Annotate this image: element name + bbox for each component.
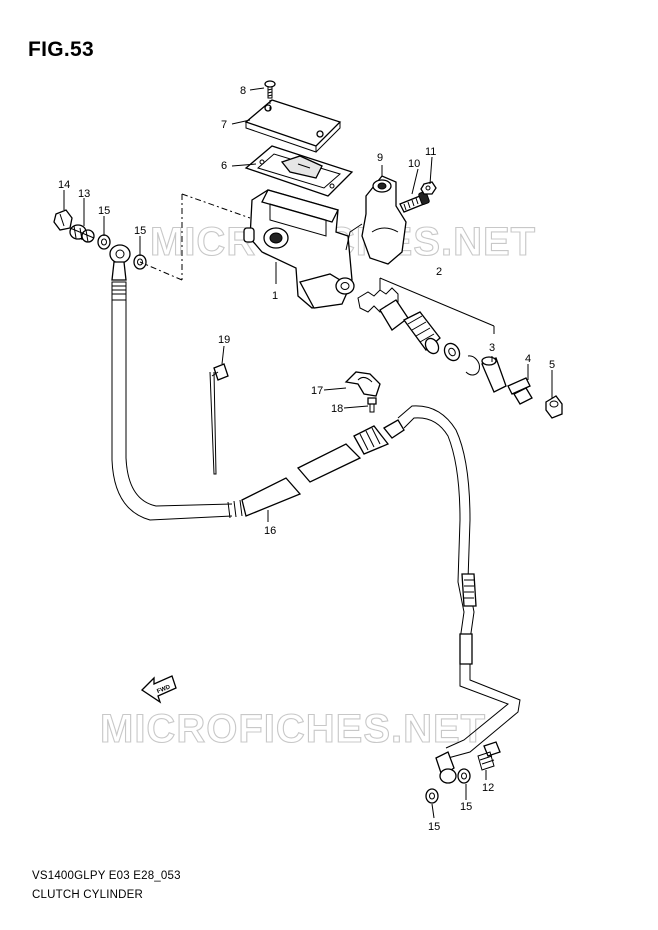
hose-clamp-bolt bbox=[367, 397, 377, 413]
callout-15-top-left: 15 bbox=[98, 205, 110, 217]
callout-7: 7 bbox=[221, 119, 227, 131]
reservoir-cap bbox=[244, 99, 342, 153]
callout-1: 1 bbox=[272, 290, 278, 302]
union-bolt-top bbox=[53, 209, 73, 231]
reservoir-diaphragm bbox=[244, 145, 354, 197]
cap-screw bbox=[264, 80, 276, 99]
callout-14: 14 bbox=[58, 179, 70, 191]
callout-9: 9 bbox=[377, 152, 383, 164]
washer-bottom-right bbox=[457, 768, 471, 784]
figure-name: CLUTCH CYLINDER bbox=[32, 889, 143, 901]
callout-15-bottom-left: 15 bbox=[428, 821, 440, 833]
callout-4: 4 bbox=[525, 353, 531, 365]
callout-15-top-right: 15 bbox=[134, 225, 146, 237]
model-code: VS1400GLPY E03 E28_053 bbox=[32, 870, 181, 882]
clamp-nut bbox=[420, 181, 437, 195]
callout-5: 5 bbox=[549, 359, 555, 371]
cable-tie bbox=[209, 363, 229, 475]
callout-16: 16 bbox=[264, 525, 276, 537]
callout-8: 8 bbox=[240, 85, 246, 97]
callout-3: 3 bbox=[489, 342, 495, 354]
callout-11: 11 bbox=[425, 146, 436, 158]
clutch-pipe bbox=[397, 405, 521, 784]
handlebar-clamp bbox=[345, 175, 407, 265]
fwd-arrow-icon: FWD bbox=[140, 675, 177, 704]
circlip bbox=[465, 355, 480, 376]
callout-18: 18 bbox=[331, 403, 343, 415]
piston-set bbox=[357, 287, 461, 362]
fwd-label: FWD bbox=[156, 684, 172, 695]
callout-13: 13 bbox=[78, 188, 90, 200]
clutch-hose bbox=[109, 244, 405, 521]
washer-top-inner bbox=[97, 234, 111, 250]
banjo-fitting-top bbox=[69, 224, 95, 243]
dust-boot bbox=[481, 356, 507, 393]
callout-6: 6 bbox=[221, 160, 227, 172]
watermark-lower: MICROFICHES.NET bbox=[100, 707, 486, 751]
callout-10: 10 bbox=[408, 158, 420, 170]
push-rod bbox=[507, 377, 533, 405]
union-bolt-bottom bbox=[477, 741, 501, 771]
hose-clamp bbox=[344, 371, 381, 397]
callout-12: 12 bbox=[482, 782, 494, 794]
callout-15-bottom-right: 15 bbox=[460, 801, 472, 813]
callout-2: 2 bbox=[436, 266, 442, 278]
master-cylinder-body bbox=[243, 189, 355, 309]
callout-17: 17 bbox=[311, 385, 323, 397]
piston-set-bracket bbox=[379, 277, 495, 334]
clamp-bolt bbox=[399, 191, 430, 213]
figure-title: FIG.53 bbox=[28, 38, 94, 61]
washer-bottom-left bbox=[425, 788, 439, 804]
callout-19: 19 bbox=[218, 334, 230, 346]
push-rod-knuckle bbox=[545, 395, 563, 419]
